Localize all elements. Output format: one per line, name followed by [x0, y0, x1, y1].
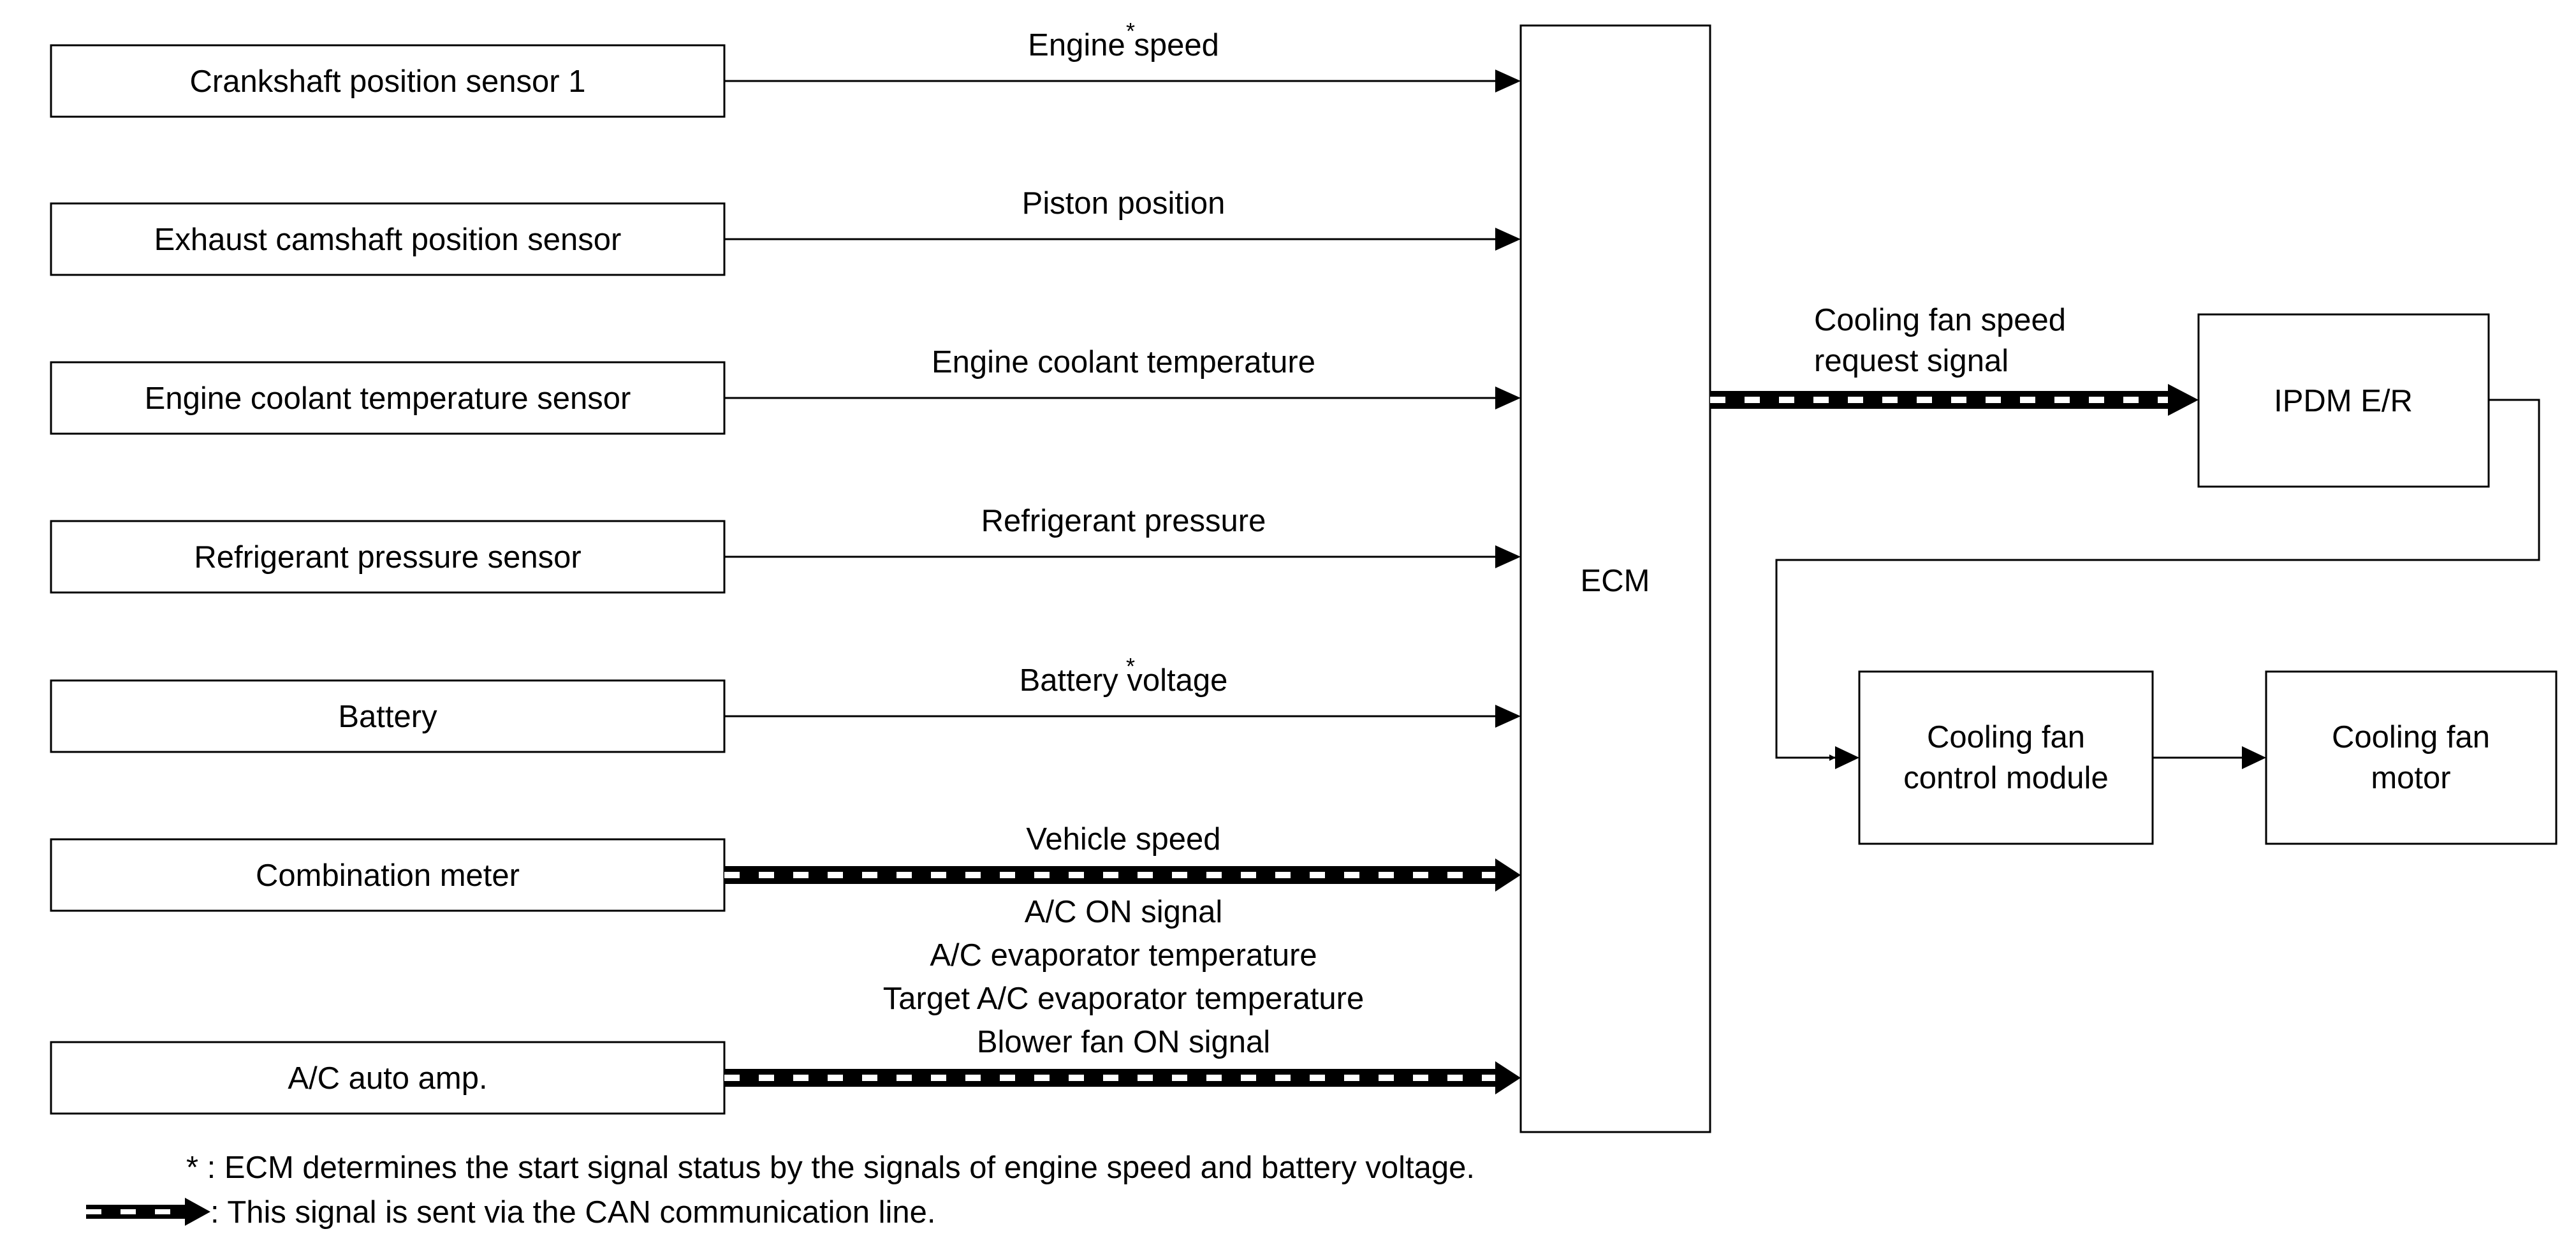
meter-box: [50, 838, 726, 912]
crank-label: Crankshaft position sensor 1: [190, 64, 586, 99]
coolant-box: [50, 361, 726, 435]
battery-arrow-head: [1495, 705, 1521, 728]
arrow-head: [2168, 384, 2199, 416]
meter-label: Combination meter: [256, 858, 520, 893]
refrig-label: Refrigerant pressure sensor: [194, 540, 581, 575]
meter-signal-0: Vehicle speed: [1026, 822, 1220, 857]
battery-box: [50, 679, 726, 753]
crank-asterisk: *: [1126, 18, 1135, 44]
input-components: Crankshaft position sensor 1 Engine speed…: [50, 18, 1521, 1115]
acamp-label: A/C auto amp.: [288, 1061, 487, 1096]
battery-signal-0: Battery voltage: [1020, 663, 1228, 698]
ecm-block: ECM: [1519, 24, 1711, 1133]
cam-arrow-head: [1495, 228, 1521, 251]
refrig-arrow-head: [1495, 545, 1521, 568]
arrow-head: [1835, 746, 1859, 769]
asterisk-note: * : ECM determines the start signal stat…: [186, 1151, 1475, 1185]
input-row-refrig: Refrigerant pressure sensor Refrigerant p…: [50, 504, 1521, 594]
request-signal-line-1: Cooling fan speed: [1814, 303, 2066, 337]
input-row-meter: Combination meter Vehicle speed: [50, 822, 1521, 912]
input-row-cam: Exhaust camshaft position sensor Piston p…: [50, 186, 1521, 276]
fan-control-module-line-2: control module: [1903, 761, 2108, 795]
input-row-battery: Battery Battery voltage*: [50, 653, 1521, 753]
fan-motor-box: [2265, 670, 2558, 845]
acamp-box: [50, 1041, 726, 1115]
can-legend-arrow: [86, 1198, 210, 1226]
input-row-crank: Crankshaft position sensor 1 Engine speed…: [50, 18, 1521, 118]
coolant-arrow-head: [1495, 386, 1521, 409]
coolant-label: Engine coolant temperature sensor: [145, 381, 631, 416]
cam-box: [50, 202, 726, 276]
fan-motor-line-1: Cooling fan: [2332, 720, 2490, 754]
acamp-arrow-head: [1495, 1061, 1521, 1094]
fan-control-module-box: [1858, 670, 2154, 845]
can-note: : This signal is sent via the CAN commun…: [210, 1195, 935, 1230]
battery-label: Battery: [338, 700, 437, 734]
refrig-box: [50, 520, 726, 594]
arrow-head: [2242, 746, 2266, 769]
acamp-signal-0: A/C ON signal: [1025, 895, 1222, 929]
legend: * : ECM determines the start signal stat…: [86, 1151, 1475, 1230]
crank-box: [50, 44, 726, 118]
refrig-signal-0: Refrigerant pressure: [981, 504, 1266, 538]
request-signal-line-2: request signal: [1814, 344, 2009, 378]
acamp-signal-1: A/C evaporator temperature: [930, 938, 1317, 973]
coolant-signal-0: Engine coolant temperature: [932, 345, 1315, 379]
battery-asterisk: *: [1126, 653, 1135, 679]
meter-arrow-head: [1495, 858, 1521, 892]
acamp-signal-3: Blower fan ON signal: [977, 1025, 1270, 1059]
ipdm-er-label: IPDM E/R: [2274, 384, 2413, 418]
output-components: Cooling fan speed request signal IPDM E/…: [1710, 303, 2558, 845]
cam-label: Exhaust camshaft position sensor: [154, 223, 622, 257]
ecm-box: [1519, 24, 1711, 1133]
acamp-signal-2: Target A/C evaporator temperature: [883, 982, 1364, 1016]
fan-motor-line-2: motor: [2371, 761, 2450, 795]
cam-signal-0: Piston position: [1022, 186, 1226, 221]
crank-arrow-head: [1495, 70, 1521, 92]
ipdm-er-box: [2197, 313, 2490, 488]
can-line-request: [1710, 384, 2199, 416]
ecm-label: ECM: [1581, 564, 1650, 598]
input-row-coolant: Engine coolant temperature sensor Engine …: [50, 345, 1521, 435]
crank-signal-0: Engine speed: [1028, 28, 1219, 63]
ipdm-to-fan-module-line: [1775, 399, 2540, 761]
fan-control-module-line-1: Cooling fan: [1927, 720, 2085, 754]
